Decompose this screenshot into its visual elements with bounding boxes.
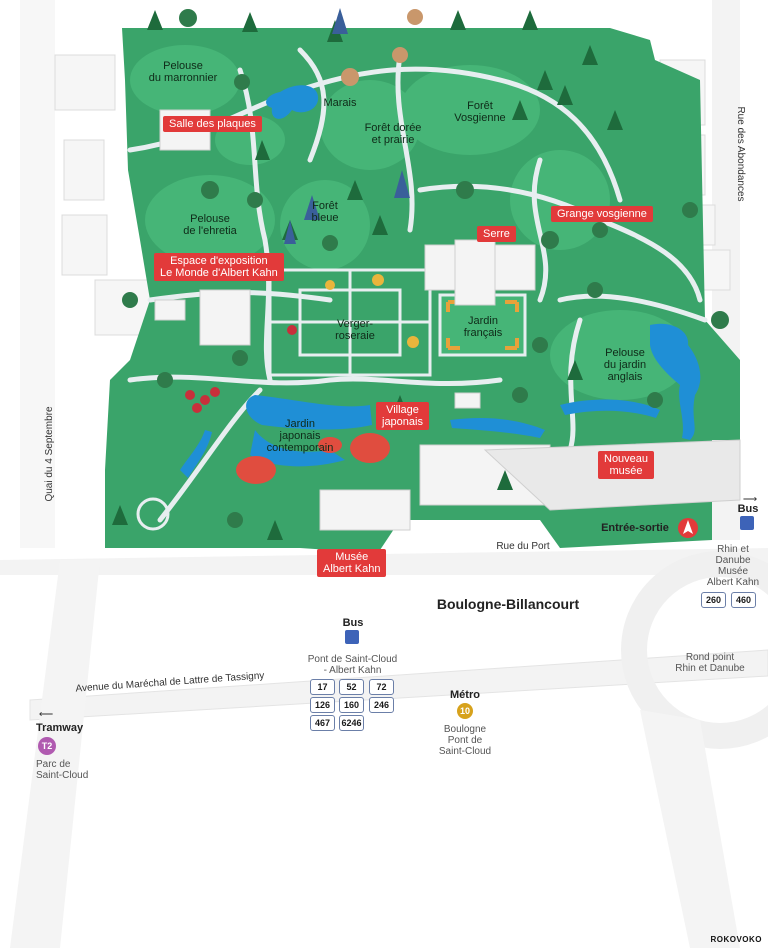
bus-right-title: Bus: [737, 503, 759, 515]
bus-line-chip: 6246: [339, 715, 364, 731]
tram-arrow: ⟵: [38, 709, 54, 720]
tram-stop: Parc de Saint-Cloud: [36, 759, 89, 781]
tram-title: Tramway: [36, 722, 84, 734]
tram-line: T2: [41, 741, 53, 751]
bus-center-stop: Pont de Saint-Cloud - Albert Kahn: [307, 654, 398, 676]
label-grange-vosgienne[interactable]: Grange vosgienne: [551, 206, 653, 222]
credit: ROKOVOKO: [710, 935, 762, 944]
zone-jardin-francais: Jardin français: [463, 315, 503, 339]
bus-line-chip: 467: [310, 715, 335, 731]
entrance-marker: [678, 518, 698, 538]
jardin-francais: [438, 293, 527, 357]
bus-line-chip: 246: [369, 697, 394, 713]
zone-jardin-anglais: Pelouse du jardin anglais: [603, 347, 647, 383]
zone-pelouse-marronnier: Pelouse du marronnier: [148, 60, 218, 84]
zone-foret-bleue: Forêt bleue: [311, 200, 339, 224]
metro-line: 10: [459, 706, 470, 716]
city-name: Boulogne-Billancourt: [436, 596, 580, 612]
label-salle-des-plaques[interactable]: Salle des plaques: [163, 116, 262, 132]
bus-right-arrow: ⟶: [742, 494, 758, 505]
zone-pelouse-ehretia: Pelouse de l'ehretia: [183, 213, 237, 237]
street-rue-du-port: Rue du Port: [496, 541, 550, 552]
label-espace-exposition[interactable]: Espace d'exposition Le Monde d'Albert Ka…: [154, 253, 284, 281]
label-serre[interactable]: Serre: [477, 226, 516, 242]
bus-center-title: Bus: [342, 617, 364, 629]
bus-right-stop: Rhin et Danube Musée Albert Kahn: [706, 544, 760, 588]
water: [180, 85, 701, 478]
bus-icons: [38, 516, 754, 755]
zone-verger-roseraie: Verger- roseraie: [335, 318, 375, 342]
rond-point-label: Rond point Rhin et Danube: [675, 652, 745, 674]
zone-jardin-japonais: Jardin japonais contemporain: [266, 418, 334, 454]
label-nouveau-musee[interactable]: Nouveau musée: [598, 451, 655, 479]
zone-foret-vosgienne: Forêt Vosgienne: [454, 100, 506, 124]
bus-line-chip: 72: [369, 679, 394, 695]
bus-line-chip: 17: [310, 679, 335, 695]
zone-marais: Marais: [323, 97, 357, 109]
trees: [112, 8, 729, 540]
zone-foret-doree: Forêt dorée et prairie: [364, 122, 422, 146]
verger-grid: [268, 268, 432, 377]
bus-line-chip: 260: [701, 592, 726, 608]
bus-line-chip: 160: [339, 697, 364, 713]
bus-line-chip: 126: [310, 697, 335, 713]
label-village-japonais[interactable]: Village japonais: [376, 402, 429, 430]
labyrinth: [136, 497, 170, 531]
entrance-label: Entrée-sortie: [601, 522, 669, 534]
label-musee-albert-kahn[interactable]: Musée Albert Kahn: [317, 549, 387, 577]
bus-line-chip: 460: [731, 592, 756, 608]
metro-title: Métro: [450, 689, 480, 701]
metro-stop: Boulogne Pont de Saint-Cloud: [438, 724, 492, 757]
bus-line-chip: 52: [339, 679, 364, 695]
street-quai-4-septembre: Quai du 4 Septembre: [44, 406, 55, 502]
street-rue-des-abondances: Rue des Abondances: [735, 106, 746, 202]
